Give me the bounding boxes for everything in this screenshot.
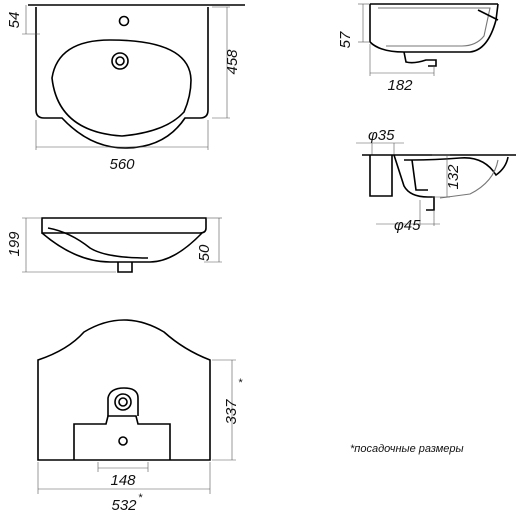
mounting-view: 337 * 148 532 * [37,319,243,514]
dim-hole-bottom: φ45 [394,217,421,234]
dim-mount-height: 337 [223,399,240,425]
tap-hole-icon [118,15,130,27]
top-view: 54 458 560 [6,4,245,173]
section-view: φ35 132 φ45 [356,127,516,234]
dim-hole-top: φ35 [368,127,395,144]
bowl-outline [51,39,192,137]
drain-inner-icon [115,56,125,66]
overflow-ring-icon [114,393,132,411]
seating-dimensions-note: *посадочные размеры [350,443,464,455]
overflow-hole-icon [118,397,128,407]
dim-section-height: 132 [445,164,462,190]
front-view: 199 50 [6,217,222,273]
dim-depth: 458 [224,49,241,75]
drain-outer-icon [111,52,129,70]
side-view: 57 182 [337,3,499,94]
dim-front-height: 199 [6,231,23,257]
dim-side-height: 57 [337,31,354,48]
svg-text:*: * [238,377,243,389]
svg-text:*: * [138,492,143,504]
dim-side-depth: 182 [387,77,413,94]
drain-hole-icon [118,436,128,446]
basin-outline [35,7,209,149]
dim-drain-width: 148 [110,472,136,489]
dim-front-bowl: 50 [196,244,213,261]
dim-top-offset: 54 [6,12,23,29]
dim-width: 560 [109,156,135,173]
dim-mount-width: 532 [111,497,137,514]
